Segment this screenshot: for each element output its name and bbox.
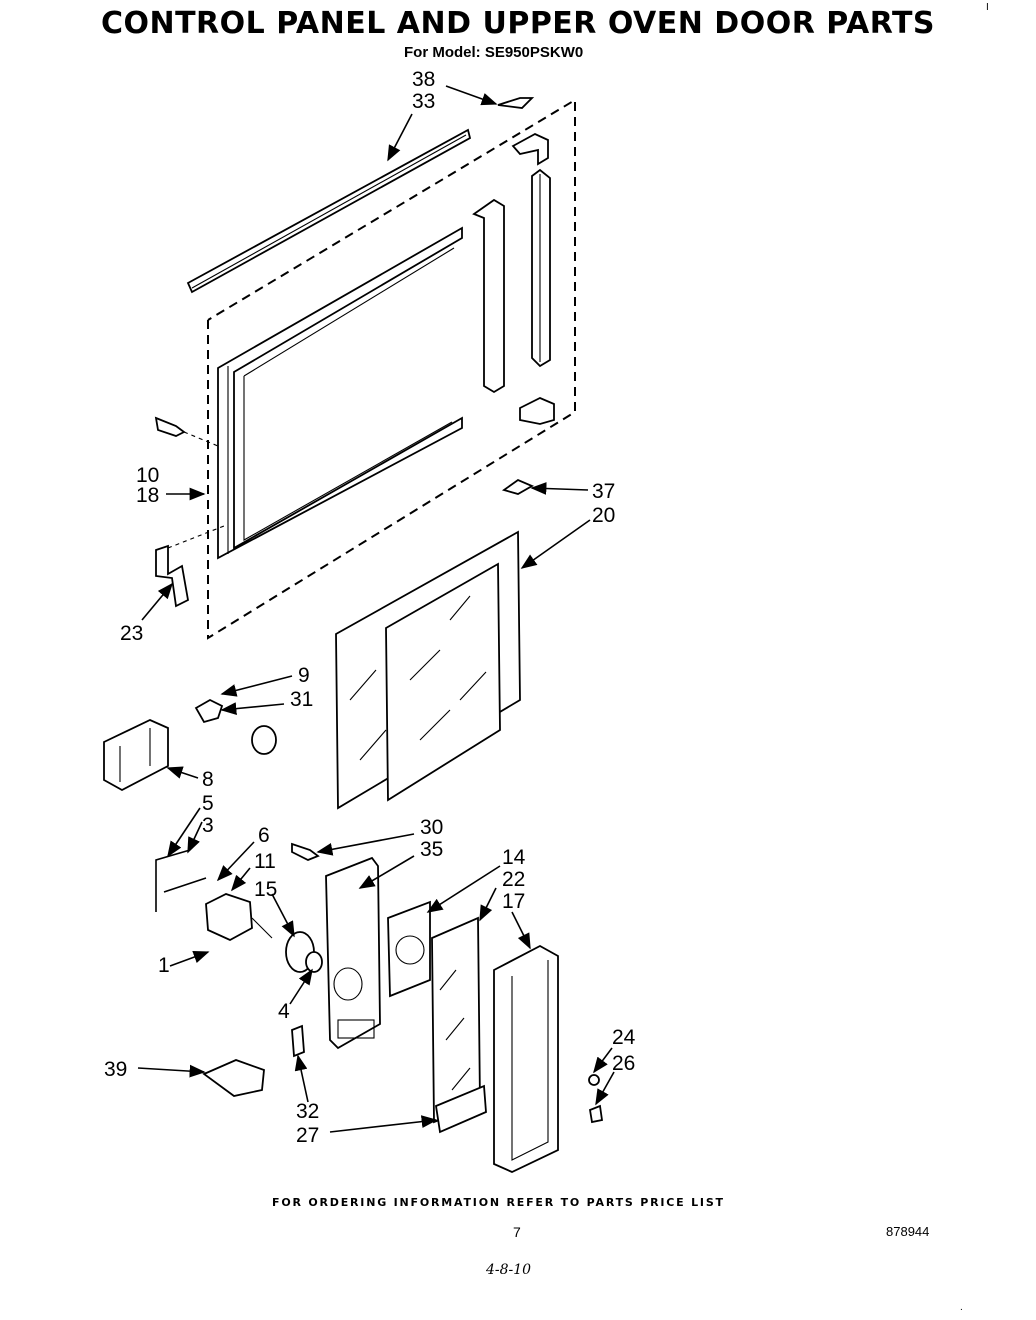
handwritten-date: 4-8-10 <box>486 1262 532 1278</box>
page-title: CONTROL PANEL AND UPPER OVEN DOOR PARTS <box>100 6 936 41</box>
part-11-15-valve <box>205 893 273 942</box>
model-subtitle: For Model: SE950PSKW0 <box>404 44 584 61</box>
callout-17: 17 <box>502 890 525 913</box>
callout-6: 6 <box>258 824 270 847</box>
part-23-hinge <box>155 525 225 608</box>
part-18-door-frame <box>217 226 463 560</box>
side-bracket-lower <box>519 397 555 425</box>
callout-30: 30 <box>420 816 443 839</box>
page-number: 7 <box>513 1224 521 1240</box>
part-10-screw <box>154 416 219 447</box>
callout-32: 32 <box>296 1100 319 1123</box>
ordering-info-note: FOR ORDERING INFORMATION REFER TO PARTS … <box>272 1196 725 1209</box>
callout-1: 1 <box>158 954 170 977</box>
part-27-plate <box>435 1084 487 1134</box>
part-35-control-panel <box>325 856 381 1050</box>
callout-33: 33 <box>412 90 435 113</box>
callout-20: 20 <box>592 504 615 527</box>
callout-10: 10 <box>136 464 159 487</box>
callout-15: 15 <box>254 878 277 901</box>
part-39-bracket <box>202 1059 265 1097</box>
callout-4: 4 <box>278 1000 290 1023</box>
part-32-sensor <box>291 1024 305 1058</box>
part-31-knob <box>251 725 277 755</box>
callout-11: 11 <box>254 850 276 873</box>
part-17-trim-frame <box>493 944 559 1173</box>
part-22-window-glass <box>431 916 481 1124</box>
part-4-knob-disk <box>285 931 323 973</box>
document-number: 878944 <box>886 1224 930 1239</box>
part-33-top-trim <box>186 128 472 294</box>
part-37-latch <box>501 478 535 495</box>
callout-35: 35 <box>420 838 443 861</box>
callout-24: 24 <box>612 1026 636 1049</box>
callout-8: 8 <box>202 768 214 791</box>
callout-14: 14 <box>502 846 526 869</box>
corner-mark-top: I <box>986 2 989 13</box>
part-38-bracket <box>497 97 535 109</box>
callout-23: 23 <box>120 622 143 645</box>
callout-9: 9 <box>298 664 310 687</box>
leader-lines <box>137 85 615 1133</box>
callout-38: 38 <box>412 68 435 91</box>
callout-31: 31 <box>290 688 313 711</box>
side-channel-left <box>472 198 505 394</box>
callout-39: 39 <box>104 1058 127 1081</box>
callout-22: 22 <box>502 868 525 891</box>
callout-18: 18 <box>136 484 159 507</box>
part-14-clock <box>387 900 431 998</box>
part-30-screw <box>291 842 320 861</box>
callout-5: 5 <box>202 792 214 815</box>
callout-3: 3 <box>202 814 214 837</box>
part-9-switch <box>194 698 224 724</box>
callout-27: 27 <box>296 1124 319 1147</box>
side-channel-right <box>531 168 551 368</box>
part-20-glass-panels <box>335 530 521 810</box>
side-bracket-upper <box>511 132 549 166</box>
part-24-26-clips <box>588 1074 604 1124</box>
callout-37: 37 <box>592 480 615 503</box>
callout-26: 26 <box>612 1052 635 1075</box>
corner-mark-bottom: . <box>960 1302 963 1313</box>
part-5-wire <box>155 849 207 912</box>
part-8-transformer <box>103 719 169 792</box>
